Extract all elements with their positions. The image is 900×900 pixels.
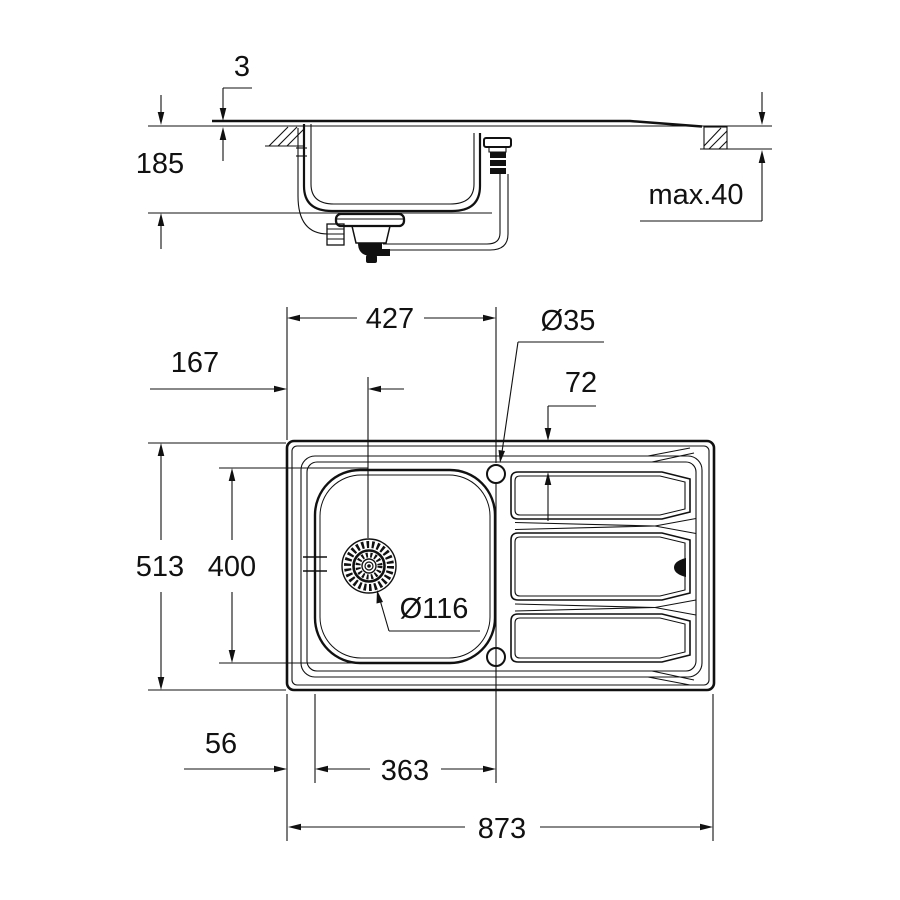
- dim-label-tap-x: 427: [366, 303, 414, 335]
- rim-line-outer: [300, 455, 703, 678]
- overflow-ribbed-body: [490, 152, 506, 174]
- bowl-inner-outline: [319, 474, 491, 659]
- dim-label-edge-x: 56: [205, 728, 237, 760]
- dim-bowl-y: 400: [208, 467, 424, 664]
- dim-label-groove-y: 72: [565, 367, 597, 399]
- dim-label-tap-d: Ø35: [541, 305, 596, 337]
- overflow-hose-inner: [383, 174, 501, 245]
- dim-label-drain-x: 167: [171, 347, 219, 379]
- overflow-fitting: [383, 137, 512, 251]
- drainer-groove-2: [510, 532, 691, 601]
- drainer-groove-3: [510, 613, 691, 663]
- dim-drain-diameter: Ø116: [376, 590, 480, 632]
- drain-strainer: [341, 538, 397, 594]
- overflow-cap: [483, 137, 512, 148]
- drainer-grooves: [510, 471, 691, 663]
- dim-bowl-width: 363: [315, 483, 497, 787]
- drainer-groove-1: [510, 471, 691, 520]
- dim-overall-depth: 513: [136, 442, 286, 691]
- trap-outlet-foot: [366, 255, 377, 263]
- dim-overall-width: 873: [288, 694, 714, 845]
- dim-label-bowl-depth: 185: [136, 148, 184, 180]
- bowl-section: [296, 124, 482, 235]
- plan-view: 427 Ø35 167 72: [136, 303, 716, 845]
- dim-counter-thickness: max.40: [640, 92, 766, 222]
- dim-label-drain-d: Ø116: [400, 593, 469, 625]
- sink-outline-outer: [285, 439, 716, 692]
- dim-bowl-depth: 185: [136, 95, 492, 249]
- tap-hole-top: [486, 464, 506, 484]
- dim-label-rim-thickness: 3: [234, 51, 250, 83]
- dim-tap-hole-x: 427: [286, 303, 497, 463]
- sink-rim-profile: [212, 119, 703, 128]
- countertop-section-right: [700, 126, 772, 150]
- dim-label-overall-depth: 513: [136, 551, 184, 583]
- dim-drain-x: 167: [150, 347, 404, 538]
- bowl-inner-wall: [310, 124, 475, 205]
- overflow-hose-outer: [383, 174, 509, 251]
- side-view: 3 185 max.40: [136, 51, 772, 263]
- countertop-section-left: [265, 126, 305, 147]
- dim-label-bowl-width: 363: [381, 755, 429, 787]
- groove-mark: [674, 558, 686, 577]
- drain-trap-assembly: [326, 212, 406, 263]
- rim-line-inner: [306, 461, 697, 672]
- dim-groove-y: 72: [544, 367, 597, 521]
- sink-outline-inner: [291, 445, 710, 686]
- trap-outlet: [358, 243, 390, 256]
- dim-label-counter-max: max.40: [648, 179, 743, 211]
- dim-label-bowl-y: 400: [208, 551, 256, 583]
- bowl-outer-wall: [302, 124, 482, 213]
- trap-body: [351, 225, 391, 244]
- dim-bowl-edge-x: 56: [184, 694, 316, 841]
- dim-tap-hole-diameter: Ø35: [498, 305, 604, 463]
- strainer-flange: [334, 212, 406, 228]
- drainer-channels: [514, 447, 697, 686]
- dim-label-overall-width: 873: [478, 813, 526, 845]
- dim-rim-thickness: 3: [219, 51, 252, 161]
- bowl-left-outer-line: [297, 128, 329, 235]
